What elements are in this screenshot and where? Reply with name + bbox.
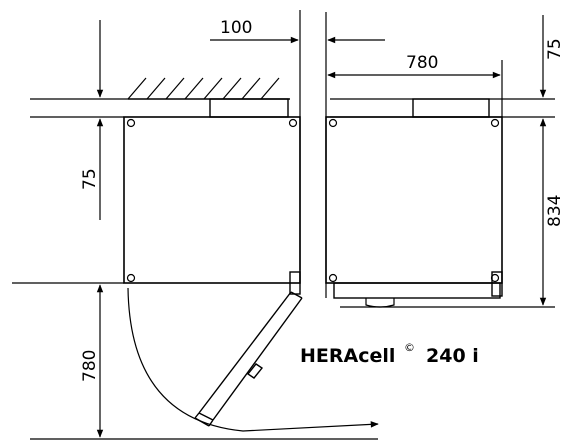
dim-height: 834 xyxy=(545,195,565,227)
dim-depth-top: 780 xyxy=(406,53,438,73)
copyright-mark: © xyxy=(404,341,415,354)
door-handle xyxy=(365,298,395,308)
door-swing-arc xyxy=(127,287,379,432)
dim-left-height: 75 xyxy=(80,168,100,190)
cabinet-left xyxy=(123,116,301,284)
product-model: 240 i xyxy=(426,345,479,367)
closed-door xyxy=(333,282,501,299)
top-module-right xyxy=(412,98,490,118)
dim-wall-gap: 100 xyxy=(220,18,252,38)
product-brand: HERAcell xyxy=(300,345,395,367)
open-door xyxy=(194,291,303,427)
wall-hatch xyxy=(127,77,290,100)
dim-door-swing: 780 xyxy=(80,350,100,382)
right-view xyxy=(325,12,555,308)
left-view xyxy=(12,10,379,440)
top-module-left xyxy=(209,98,289,118)
product-title: HERAcell © 240 i xyxy=(300,341,479,367)
cabinet-right xyxy=(325,116,503,284)
dim-side-clearance: 75 xyxy=(545,38,565,60)
hinge-right xyxy=(491,271,503,297)
